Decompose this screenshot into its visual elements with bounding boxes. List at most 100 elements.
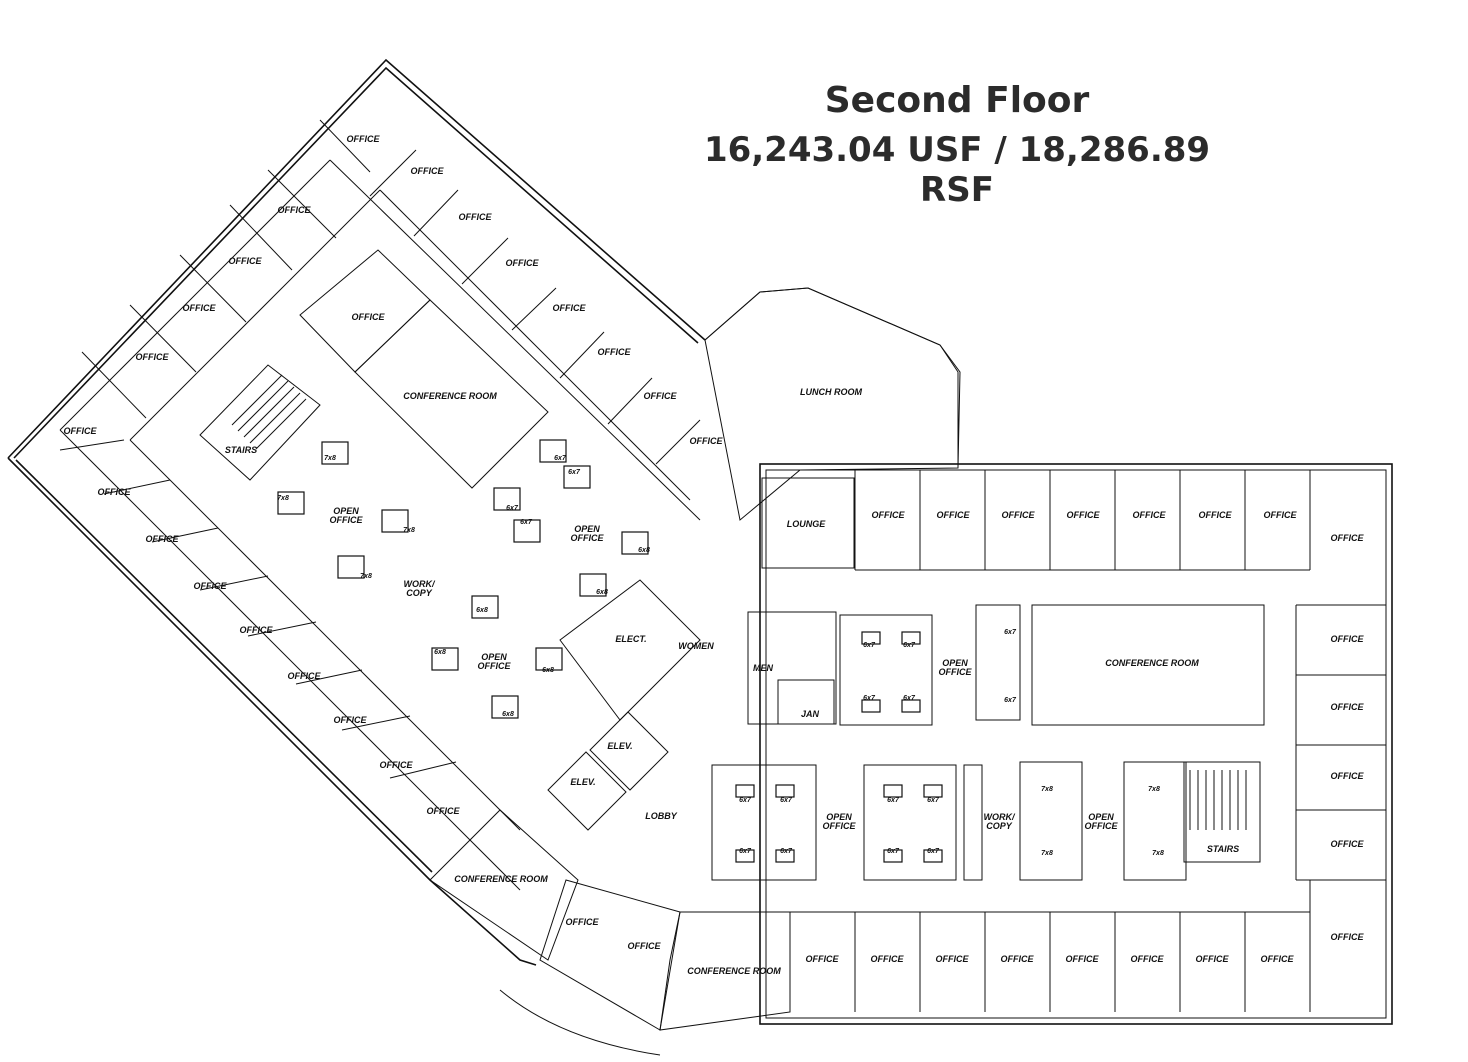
office-label: OFFICE (288, 671, 322, 681)
office-label: OFFICE (240, 625, 274, 635)
office-label: OFFICE (598, 347, 632, 357)
elevator-label: ELEV. (570, 777, 595, 787)
desk-size-label: 6x7 (739, 848, 752, 855)
janitor-label: JAN (801, 709, 820, 719)
office-label: OFFICE (1264, 510, 1298, 520)
desk-size-label: 6x7 (780, 848, 793, 855)
office-label: OFFICE (1331, 533, 1365, 543)
office-label: OFFICE (628, 941, 662, 951)
west-stairs-treads (231, 374, 307, 450)
desk-size-label: 7x8 (1041, 786, 1053, 793)
office-label: OFFICE (411, 166, 445, 176)
floor-area: 16,243.04 USF / 18,286.89 RSF (703, 130, 1211, 210)
open-office-label: OFFICE (823, 821, 857, 831)
electrical-room-label: ELECT. (615, 634, 646, 644)
work-copy-label: COPY (986, 821, 1013, 831)
office-label: OFFICE (936, 954, 970, 964)
office-label: OFFICE (1331, 932, 1365, 942)
conference-room-label: CONFERENCE ROOM (454, 874, 548, 884)
lounge-label: LOUNGE (787, 519, 826, 529)
desk-size-label: 6x8 (542, 667, 554, 674)
office-label: OFFICE (347, 134, 381, 144)
work-copy-label: WORK/ (404, 579, 436, 589)
desk-size-label: 6x7 (568, 469, 581, 476)
office-label: OFFICE (64, 426, 98, 436)
women-restroom-label: WOMEN (678, 641, 714, 651)
office-label: OFFICE (352, 312, 386, 322)
office-label: OFFICE (136, 352, 170, 362)
office-label: OFFICE (1002, 510, 1036, 520)
conference-room-label: CONFERENCE ROOM (687, 966, 781, 976)
office-label: OFFICE (1066, 954, 1100, 964)
office-label: OFFICE (427, 806, 461, 816)
office-label: OFFICE (229, 256, 263, 266)
office-label: OFFICE (1199, 510, 1233, 520)
desk-size-label: 6x7 (863, 695, 876, 702)
desk-size-label: 6x7 (1004, 629, 1017, 636)
desk-size-label: 6x8 (502, 711, 514, 718)
room-labels: OFFICE OFFICE OFFICE OFFICE OFFICE OFFIC… (64, 134, 1365, 976)
desk-size-label: 6x7 (554, 455, 567, 462)
lobby-label: LOBBY (645, 811, 677, 821)
desk-size-label: 6x7 (739, 797, 752, 804)
office-label: OFFICE (806, 954, 840, 964)
desk-size-label: 6x7 (903, 642, 916, 649)
open-office-label: OFFICE (478, 661, 512, 671)
office-label: OFFICE (871, 954, 905, 964)
office-label: OFFICE (278, 205, 312, 215)
office-label: OFFICE (1196, 954, 1230, 964)
conference-room-label: CONFERENCE ROOM (403, 391, 497, 401)
office-label: OFFICE (1331, 839, 1365, 849)
desk-size-label: 6x7 (903, 695, 916, 702)
office-label: OFFICE (459, 212, 493, 222)
office-label: OFFICE (1331, 771, 1365, 781)
open-office-label: OPEN (942, 658, 968, 668)
desk-size-label: 7x8 (360, 573, 372, 580)
office-label: OFFICE (1133, 510, 1167, 520)
work-copy-label: COPY (406, 588, 433, 598)
open-office-label: OPEN (481, 652, 507, 662)
open-office-label: OPEN (333, 506, 359, 516)
office-label: OFFICE (937, 510, 971, 520)
open-office-label: OPEN (1088, 812, 1114, 822)
desk-size-label: 6x7 (863, 642, 876, 649)
west-wing (7, 58, 961, 1056)
office-label: OFFICE (1131, 954, 1165, 964)
office-label: OFFICE (1067, 510, 1101, 520)
office-label: OFFICE (566, 917, 600, 927)
desk-size-label: 6x7 (887, 797, 900, 804)
open-office-label: OPEN (826, 812, 852, 822)
desk-size-label: 6x7 (780, 797, 793, 804)
desk-size-label: 6x7 (887, 848, 900, 855)
desk-size-label: 7x8 (277, 495, 289, 502)
desk-size-label: 7x8 (1148, 786, 1160, 793)
desk-size-label: 7x8 (324, 455, 336, 462)
open-office-label: OFFICE (330, 515, 364, 525)
stairs-label: STAIRS (1207, 844, 1239, 854)
east-wing (539, 463, 1393, 1031)
desk-size-label: 6x7 (520, 519, 533, 526)
open-office-label: OFFICE (1085, 821, 1119, 831)
office-label: OFFICE (194, 581, 228, 591)
office-label: OFFICE (380, 760, 414, 770)
floor-title: Second Floor (824, 80, 1090, 121)
office-label: OFFICE (146, 534, 180, 544)
office-label: OFFICE (872, 510, 906, 520)
lunch-room-label: LUNCH ROOM (800, 387, 862, 397)
open-office-label: OFFICE (939, 667, 973, 677)
men-restroom-label: MEN (753, 663, 774, 673)
desk-size-label: 6x7 (927, 797, 940, 804)
office-label: OFFICE (334, 715, 368, 725)
office-label: OFFICE (1331, 702, 1365, 712)
desk-size-label: 7x8 (403, 527, 415, 534)
office-label: OFFICE (1261, 954, 1295, 964)
desk-size-label: 6x7 (927, 848, 940, 855)
office-label: OFFICE (644, 391, 678, 401)
stairs-label: STAIRS (225, 445, 257, 455)
desk-size-label: 6x8 (596, 589, 608, 596)
office-label: OFFICE (506, 258, 540, 268)
desk-size-label: 6x7 (506, 505, 519, 512)
east-stairs-treads (1189, 770, 1247, 830)
desk-size-label: 6x8 (476, 607, 488, 614)
